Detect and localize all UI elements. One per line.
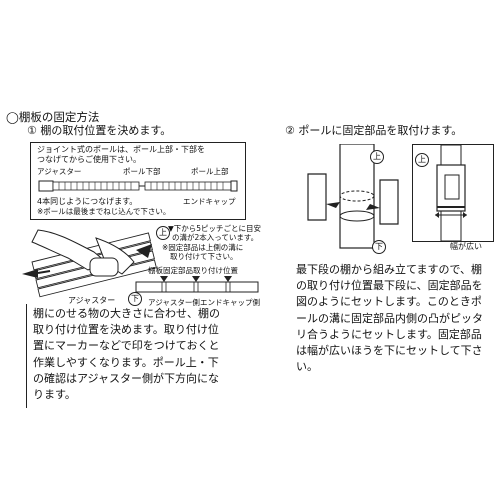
joint-instruction-box: ジョイント式のポールは、ポール上部・下部を つなげてからご使用下さい。 アジャス…	[30, 142, 246, 220]
adjuster-label: アジャスター	[37, 167, 82, 176]
end-cap-label: エンドキャップ	[183, 197, 236, 206]
fixing-part-detail-box: 上	[412, 144, 494, 242]
joint-note-line2: つなげてからご使用下さい。	[37, 155, 141, 164]
marking-pole-illustration	[22, 229, 157, 298]
step2-label: ② ポールに固定部品を取付けます。	[285, 124, 463, 137]
pitch-note-line1: ▼下から5ピッチごとに目安	[168, 224, 262, 233]
pitch-note-line2: の溝が2本入っています。	[172, 233, 259, 242]
section-title: ◯棚板の固定方法	[6, 110, 100, 124]
four-same-label: 4本同じようにつなげます。	[37, 197, 138, 206]
pitch-gauge-illustration	[135, 276, 259, 293]
up-mark-step1: 上	[156, 220, 170, 240]
pole-upper-label: ポール上部	[191, 167, 229, 176]
step2-description: 最下段の棚から組み立てますので、棚 の取り付け位置最下段に、固定部品を 図のよう…	[296, 263, 483, 374]
pitch-note-line4: 取り付けて下さい。	[170, 252, 238, 261]
adjuster-pointer-label: アジャスター	[68, 296, 116, 305]
step1-description-box: 棚にのせる物の大きさに合わせ、棚の 取り付け位置を決めます。取り付け位 置にマー…	[26, 304, 259, 408]
pole-lower-label: ポール下部	[123, 167, 161, 176]
joint-note-line1: ジョイント式のポールは、ポール上部・下部を	[37, 145, 205, 154]
step1-description: 棚にのせる物の大きさに合わせ、棚の 取り付け位置を決めます。取り付け位 置にマー…	[33, 307, 220, 402]
up-mark-step2: 上	[370, 144, 384, 164]
up-mark-detail: 上	[415, 147, 429, 167]
caution-note: ※ポールは最後までねじ込んで下さい。	[37, 207, 171, 216]
gauge-endcap-side: エンドキャップ側	[200, 298, 260, 307]
wide-label: 幅が広い	[450, 242, 482, 251]
pole-fixing-part-illustration	[307, 144, 399, 249]
joint-pole-illustration	[38, 180, 238, 192]
down-mark-step1: 下	[128, 286, 142, 306]
gauge-adjuster-side: アジャスター側	[148, 298, 200, 307]
step1-label: ① 棚の取付位置を決めます。	[27, 124, 172, 137]
pitch-note-line3: ※固定部品は上側の溝に	[162, 243, 244, 252]
fixing-part-detail-illustration	[435, 145, 467, 241]
down-mark-step2: 下	[372, 234, 386, 254]
gauge-title: 棚板固定部品取り付け位置	[148, 266, 238, 275]
